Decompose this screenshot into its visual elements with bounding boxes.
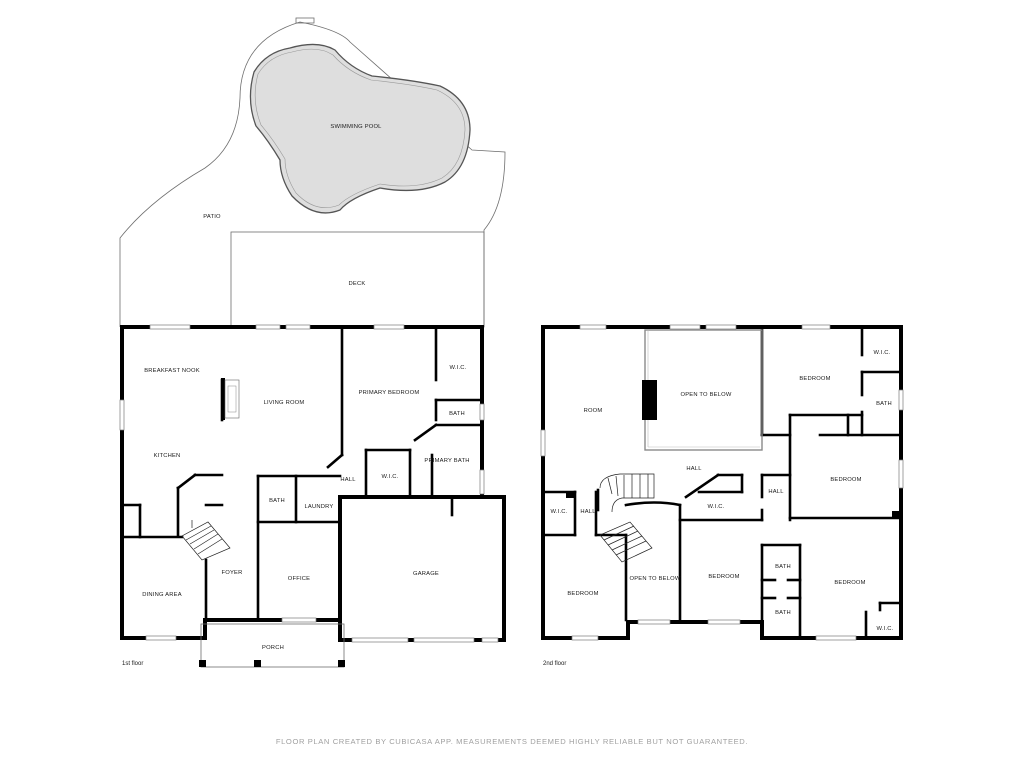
label-porch: PORCH: [262, 645, 284, 651]
label-foyer: FOYER: [222, 570, 243, 576]
label-wic-left: W.I.C.: [551, 509, 568, 515]
label-bath: BATH: [269, 498, 285, 504]
label-bedroom-ne: BEDROOM: [799, 376, 830, 382]
label-bedroom-sw: BEDROOM: [567, 591, 598, 597]
label-primary-bedroom: PRIMARY BEDROOM: [359, 390, 420, 396]
label-patio: PATIO: [203, 214, 221, 220]
label-breakfast-nook: BREAKFAST NOOK: [144, 368, 200, 374]
label-hall-left: HALL: [580, 509, 596, 515]
label-swimming-pool: SWIMMING POOL: [330, 124, 382, 130]
label-dining-area: DINING AREA: [142, 592, 182, 598]
second-floor-interior-walls: [541, 325, 903, 640]
first-floor-interior-walls: [120, 325, 484, 622]
pool-coping-mark: [295, 17, 315, 24]
label-bedroom-e: BEDROOM: [830, 477, 861, 483]
label-bedroom-s: BEDROOM: [708, 574, 739, 580]
second-floor-stairs: [596, 473, 682, 563]
label-hall: HALL: [340, 477, 356, 483]
deck-outline: [230, 231, 485, 328]
upper-fireplace-chimney: [642, 380, 657, 420]
label-open-to-below-top: OPEN TO BELOW: [680, 392, 731, 398]
label-deck: DECK: [349, 281, 366, 287]
second-floor-plan: [540, 324, 904, 641]
chimney-small-2: [892, 511, 901, 519]
first-floor-labels: SWIMMING POOL PATIO DECK BREAKFAST NOOK …: [122, 124, 469, 667]
label-office: OFFICE: [288, 576, 310, 582]
label-bath-s1: BATH: [775, 564, 791, 570]
label-bedroom-se: BEDROOM: [834, 580, 865, 586]
label-garage: GARAGE: [413, 571, 439, 577]
label-kitchen: KITCHEN: [154, 453, 181, 459]
patio-outline: [119, 21, 506, 327]
label-hall-right: HALL: [768, 489, 784, 495]
label-wic-mid: W.I.C.: [708, 504, 725, 510]
label-primary-bath: PRIMARY BATH: [424, 458, 469, 464]
fireplace: [221, 378, 240, 420]
first-floor-windows: [119, 324, 499, 643]
label-hall-wic: W.I.C.: [382, 474, 399, 480]
label-laundry: LAUNDRY: [305, 504, 334, 510]
exterior-area: [119, 17, 506, 328]
label-wic-ne: W.I.C.: [874, 350, 891, 356]
first-floor-stairs: [181, 520, 231, 561]
second-floor-labels: ROOM OPEN TO BELOW BEDROOM W.I.C. BATH H…: [543, 350, 894, 667]
second-floor-windows: [540, 324, 904, 641]
floor-label-second: 2nd floor: [543, 661, 566, 667]
open-to-below-railing: [644, 329, 763, 451]
label-hall-center: HALL: [686, 466, 702, 472]
footer-disclaimer: FLOOR PLAN CREATED BY CUBICASA APP. MEAS…: [276, 737, 748, 746]
label-primary-closet-bath: BATH: [449, 411, 465, 417]
label-primary-wic: W.I.C.: [450, 365, 467, 371]
first-floor-plan: [119, 324, 506, 668]
label-living-room: LIVING ROOM: [264, 400, 305, 406]
chimney-small-1: [566, 492, 575, 498]
label-bath-s2: BATH: [775, 610, 791, 616]
swimming-pool: [249, 43, 471, 214]
label-open-to-below-bottom: OPEN TO BELOW: [629, 576, 680, 582]
floor-label-first: 1st floor: [122, 661, 143, 667]
label-wic-se: W.I.C.: [877, 626, 894, 632]
porch-structure: [199, 623, 345, 668]
label-bath-ne: BATH: [876, 401, 892, 407]
label-room: ROOM: [584, 408, 603, 414]
swimming-pool-inner: [254, 48, 466, 208]
